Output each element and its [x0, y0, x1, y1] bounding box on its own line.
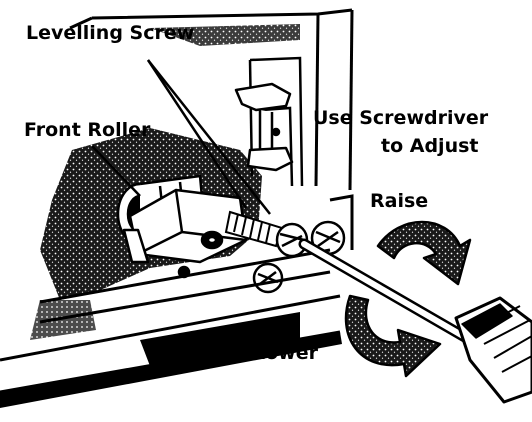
lower-label: Lower — [253, 342, 318, 364]
top-shadow — [150, 24, 300, 46]
raise-label: Raise — [370, 190, 429, 212]
levelling-screw-label: Levelling Screw — [26, 22, 195, 44]
rail-shadow — [140, 312, 300, 366]
appliance-frame — [69, 8, 354, 191]
screw-heads — [177, 220, 346, 294]
to-adjust-label: to Adjust — [381, 135, 479, 157]
screwdriver — [298, 238, 532, 404]
roller-housing — [122, 188, 248, 264]
front-roller-label: Front Roller — [24, 119, 151, 141]
lower-arrow — [344, 294, 442, 378]
levelling-screw — [224, 210, 284, 248]
use-screwdriver-label: Use Screwdriver — [313, 107, 489, 129]
bracket — [234, 82, 294, 172]
leader-lines — [91, 59, 271, 215]
raise-arrow — [376, 220, 472, 286]
